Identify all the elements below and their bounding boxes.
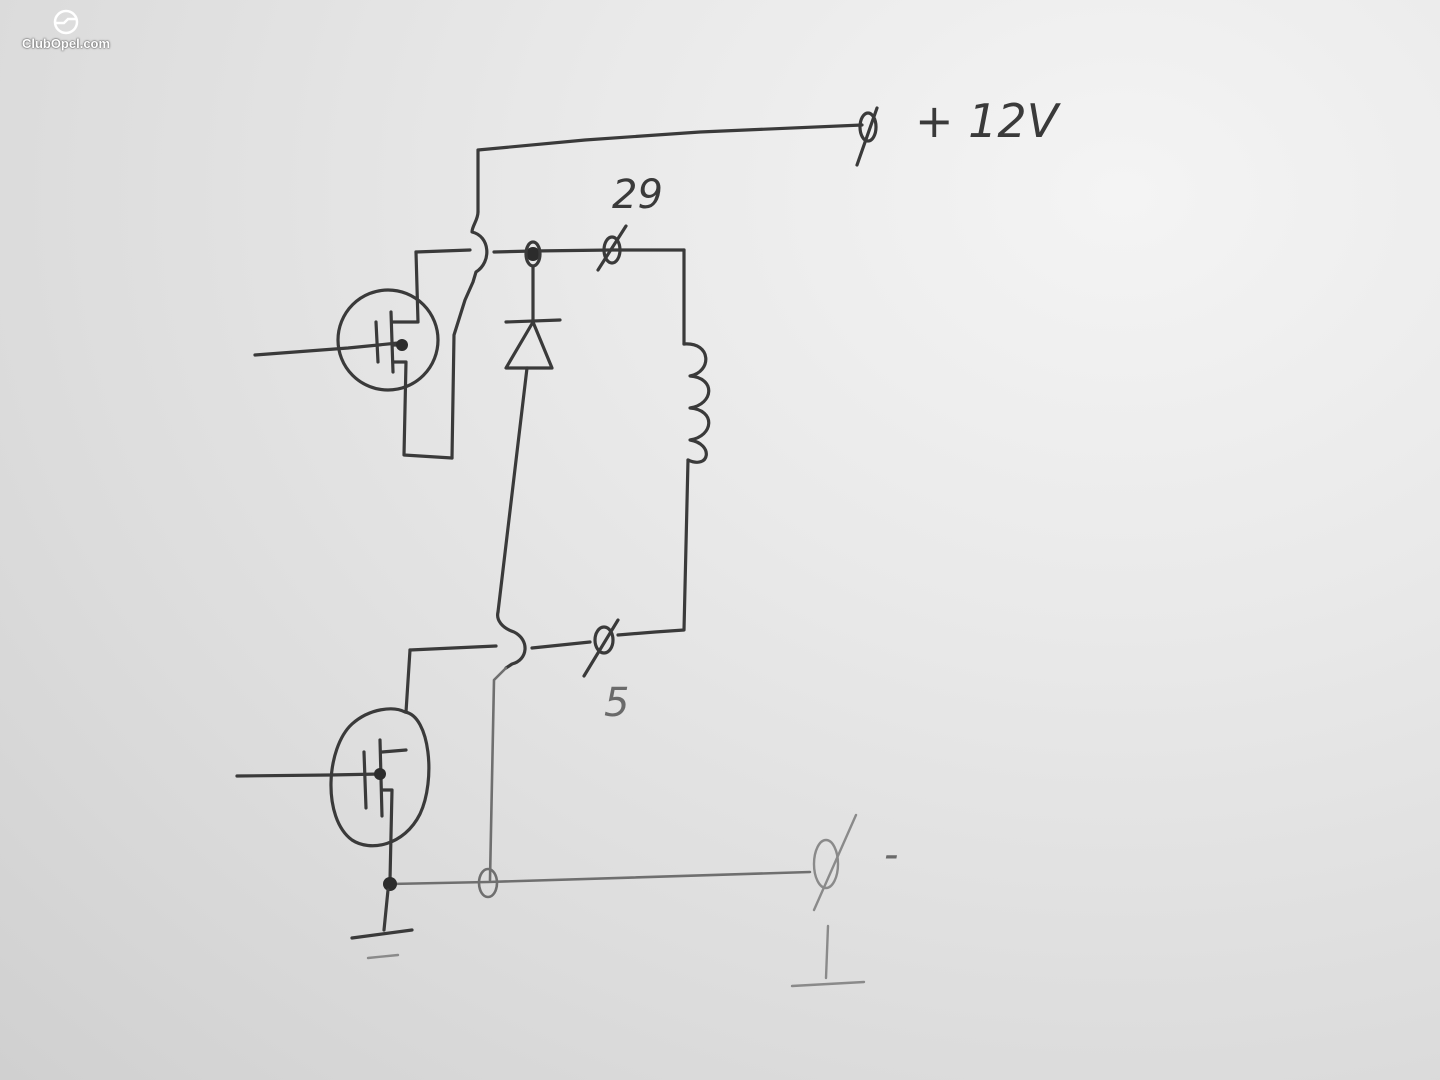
supply-label: + 12V <box>915 94 1062 148</box>
mosfet-bottom <box>235 648 431 882</box>
watermark: ClubOpel.com <box>14 8 118 56</box>
supply-terminal <box>855 106 879 167</box>
top-junction-dot <box>526 247 540 261</box>
watermark-text: ClubOpel.com <box>21 36 111 51</box>
ground-bus-node <box>477 867 499 899</box>
supply-crossover <box>450 210 489 460</box>
negative-terminal <box>812 813 858 912</box>
terminal-5 <box>582 618 620 678</box>
terminal-29 <box>596 224 628 272</box>
negative-label: - <box>884 832 898 878</box>
top-node-wire <box>414 248 686 254</box>
terminal-29-label: 29 <box>612 172 663 218</box>
inductor-coil <box>682 342 711 464</box>
diode <box>496 264 562 614</box>
mosfet-top <box>253 250 454 460</box>
terminal-5-label: 5 <box>604 680 629 726</box>
ground-junction-dot <box>383 877 397 891</box>
opel-logo-icon <box>53 9 79 35</box>
ground-bus <box>388 870 812 886</box>
supply-wire <box>476 123 864 214</box>
right-wire-lower <box>616 458 690 637</box>
bottom-crossover <box>496 610 527 670</box>
center-vertical-wire <box>488 666 508 882</box>
bottom-node-wire <box>408 640 592 652</box>
ground-symbol-left <box>350 888 414 960</box>
ground-symbol-right <box>790 924 866 988</box>
